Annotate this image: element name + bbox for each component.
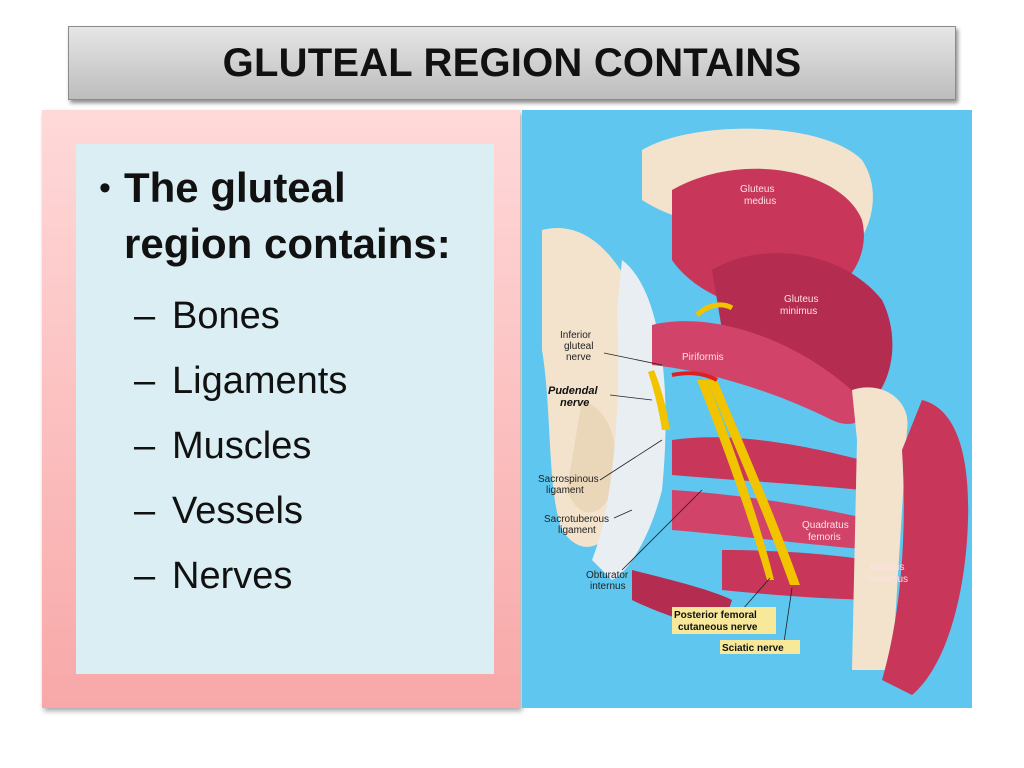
sub-item-label: Ligaments <box>172 360 348 402</box>
label-inferior-gluteal-1: Inferior <box>560 330 592 341</box>
sub-item-bones: – Bones <box>134 284 347 349</box>
coccyx-bone <box>567 400 616 513</box>
label-pudendal-1: Pudendal <box>548 385 598 397</box>
leader-line <box>741 577 771 611</box>
text-panel: • The gluteal region contains: – Bones –… <box>42 110 520 708</box>
sciatic-nerve <box>697 380 774 580</box>
gemellus-muscle <box>672 437 862 490</box>
dash-icon: – <box>134 360 156 402</box>
posterior-femoral-cutaneous-nerve <box>707 380 800 585</box>
sub-item-label: Bones <box>172 295 280 337</box>
label-sacrotuberous-2: ligament <box>558 525 596 536</box>
pudendal-nerve <box>648 370 670 430</box>
femur-bone <box>852 387 908 670</box>
anatomy-illustration: Gluteus medius Gluteus minimus Inferior … <box>522 110 972 708</box>
label-posterior-femoral-2: cutaneous nerve <box>678 622 758 633</box>
label-piriformis: Piriformis <box>682 352 724 363</box>
label-pudendal-2: nerve <box>560 397 589 409</box>
label-gluteus-minimus-1: Gluteus <box>784 294 818 305</box>
gluteal-vessels <box>671 371 718 382</box>
dash-icon: – <box>134 555 156 597</box>
label-sacrospinous-2: ligament <box>546 485 584 496</box>
sub-item-vessels: – Vessels <box>134 479 347 544</box>
sub-item-label: Muscles <box>172 425 312 467</box>
sub-item-label: Nerves <box>172 555 293 597</box>
label-gluteus-maximus-1: Gluteus <box>870 562 904 573</box>
label-quadratus-2: femoris <box>808 532 841 543</box>
dash-icon: – <box>134 425 156 467</box>
main-bullet: • The gluteal region contains: <box>86 160 486 272</box>
leader-line <box>599 439 663 481</box>
label-posterior-femoral-1: Posterior femoral <box>674 610 757 621</box>
leader-line <box>783 587 793 643</box>
dash-icon: – <box>134 295 156 337</box>
sub-item-muscles: – Muscles <box>134 414 347 479</box>
piriformis-muscle <box>652 321 865 424</box>
label-gluteus-maximus-2: maximus <box>868 574 908 585</box>
main-bullet-text: The gluteal region contains: <box>124 164 451 267</box>
gluteus-minimus-muscle <box>712 253 893 410</box>
label-obturator-1: Obturator <box>586 570 629 581</box>
label-gluteus-minimus-2: minimus <box>780 306 817 317</box>
dash-icon: – <box>134 490 156 532</box>
label-bg-posterior-femoral <box>672 607 776 634</box>
gluteus-maximus-muscle <box>882 400 969 695</box>
label-sacrospinous-1: Sacrospinous <box>538 474 599 485</box>
text-box: • The gluteal region contains: – Bones –… <box>76 144 494 674</box>
label-inferior-gluteal-2: gluteal <box>564 341 593 352</box>
leader-line <box>613 509 633 519</box>
bullet-icon: • <box>99 169 111 207</box>
sacrotuberous-ligament <box>592 260 666 580</box>
gluteal-anatomy-figure: Gluteus medius Gluteus minimus Inferior … <box>522 110 972 708</box>
sub-item-nerves: – Nerves <box>134 544 347 609</box>
label-bg-sciatic <box>720 640 800 654</box>
leader-line <box>603 352 663 366</box>
slide-title: GLUTEAL REGION CONTAINS <box>222 40 802 85</box>
slide-title-box: GLUTEAL REGION CONTAINS <box>68 26 956 100</box>
sub-item-label: Vessels <box>172 490 303 532</box>
label-sacrotuberous-1: Sacrotuberous <box>544 514 609 525</box>
label-gluteus-medius-1: Gluteus <box>740 184 774 195</box>
label-gluteus-medius-2: medius <box>744 196 776 207</box>
leader-line <box>609 394 653 401</box>
sub-item-ligaments: – Ligaments <box>134 349 347 414</box>
sub-bullet-list: – Bones – Ligaments – Muscles – Vessels … <box>134 284 347 609</box>
label-sciatic-nerve: Sciatic nerve <box>722 643 784 654</box>
inferior-gluteal-nerve <box>695 302 734 317</box>
label-obturator-2: internus <box>590 581 626 592</box>
label-quadratus-1: Quadratus <box>802 520 849 531</box>
leader-line <box>621 489 703 571</box>
label-inferior-gluteal-3: nerve <box>566 352 591 363</box>
